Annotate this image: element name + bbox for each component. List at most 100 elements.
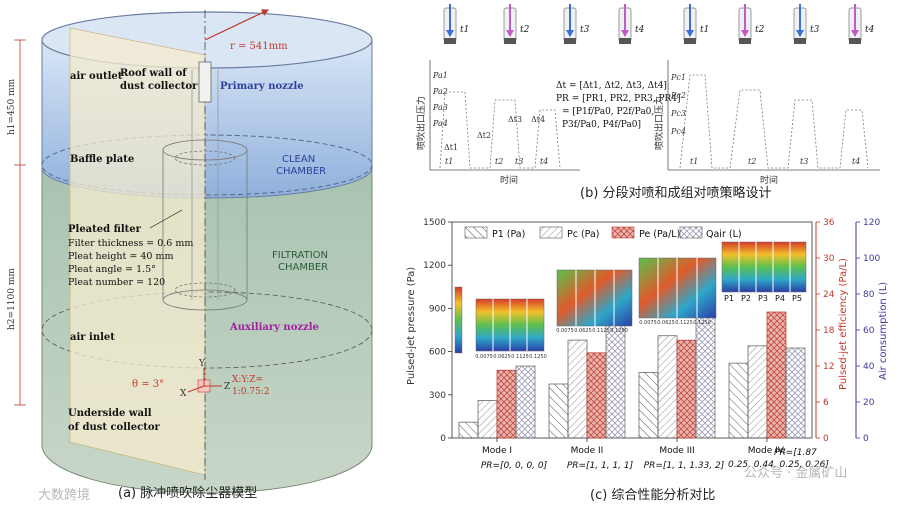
bar-qair-1 — [515, 365, 536, 439]
b-right-t-label: t4 — [852, 157, 860, 166]
bar-p1-1 — [458, 421, 479, 439]
air-inlet-label: air inlet — [70, 332, 115, 343]
b-left-xlabel: 时间 — [500, 174, 518, 186]
inset-label: P1 — [724, 294, 734, 303]
right-axis-2-tick-label: 60 — [863, 326, 875, 336]
inset-label: P2 — [741, 294, 751, 303]
plot-frame — [451, 221, 813, 439]
syringe-time-label: t3 — [810, 25, 820, 35]
underside-label-2: of dust collector — [68, 422, 161, 433]
aux-nozzle-label: Auxiliary nozzle — [229, 322, 319, 333]
x-tick-label: Mode I — [482, 446, 512, 456]
left-axis-tick-label: 1200 — [423, 261, 446, 271]
contour-time-label: 0.1250 — [693, 320, 711, 326]
h1-label: h1=450 mm — [7, 78, 17, 135]
filter-line-1: Filter thickness = 0.6 mm — [68, 238, 193, 249]
right-axis-1-tick-label: 24 — [823, 290, 835, 300]
bar-pc-2 — [567, 339, 588, 439]
bar-pc-1 — [477, 400, 498, 439]
filtration-label-2: CHAMBER — [278, 262, 328, 273]
pr-label: PR=[1.87 — [774, 448, 817, 458]
right-axis-2-tick-label: 20 — [863, 398, 875, 408]
contour-time-label: 0.1125 — [592, 328, 610, 334]
syringe-icon: t4 — [618, 4, 645, 44]
bar-pe-1 — [496, 369, 517, 439]
contour-time-label: 0.1250 — [610, 328, 628, 334]
syringe-icon: t1 — [443, 4, 469, 44]
syringe-time-label: t1 — [700, 25, 709, 35]
filter-title: Pleated filter — [68, 224, 142, 235]
contour-time-label: 0.1125 — [511, 354, 529, 360]
legend-label-p1: P1 (Pa) — [492, 229, 525, 240]
right-axis-2-tick-label: 40 — [863, 362, 875, 372]
contour-time-label: 0.0625 — [574, 328, 592, 334]
b-right-p-label: Pc4 — [670, 127, 686, 136]
right-axis-2-tick-label: 120 — [863, 218, 880, 228]
right-axis-2-tick-label: 0 — [863, 434, 869, 444]
pleated-filter-cylinder — [162, 70, 248, 311]
b-formula-2: PR = [PR1, PR2, PR3, PR4] — [556, 94, 681, 104]
watermark-right: 公众号 · 金属矿山 — [744, 466, 848, 481]
coordinate-triad — [187, 368, 222, 393]
bar-p1-2 — [548, 383, 569, 439]
b-right-xlabel: 时间 — [760, 174, 778, 186]
bar-pc-3 — [657, 335, 678, 439]
axis-x-label: X — [180, 389, 187, 399]
left-axis-title: Pulsed-jet pressure (Pa) — [406, 267, 417, 385]
pr-label: PR=[1, 1, 1, 1] — [567, 461, 634, 471]
left-axis-tick-label: 300 — [429, 391, 446, 401]
pr-label: PR=[1, 1, 1.33, 2] — [644, 461, 725, 471]
filtration-label-1: FILTRATION — [272, 250, 328, 261]
axis-z-label: Z — [224, 382, 230, 392]
b-formula-1: Δt = [Δt1, Δt2, Δt3, Δt4] — [556, 81, 667, 91]
bar-qair-4 — [785, 347, 806, 439]
left-axis-tick-label: 600 — [429, 348, 446, 358]
primary-nozzle — [198, 61, 212, 103]
b-left-p-label: Pa2 — [432, 87, 448, 96]
roof-wall-label-2: dust collector — [120, 81, 198, 92]
b-delta-1: Δt1 — [444, 143, 458, 152]
filter-line-3: Pleat angle = 1.5° — [68, 264, 156, 275]
contour-time-label: 0.1250 — [529, 354, 547, 360]
right-axis-1-tick-label: 0 — [823, 434, 829, 444]
syringe-icon: t2 — [503, 4, 530, 44]
bar-pe-4 — [766, 311, 787, 439]
contour-time-label: 0.0075 — [556, 328, 574, 334]
axis-y-label: Y — [198, 359, 206, 369]
b-left-t-label: t1 — [445, 157, 453, 166]
bar-p1-4 — [728, 362, 749, 439]
right-axis-2-title: Air consumption (L) — [878, 282, 889, 380]
inset-label: P4 — [775, 294, 785, 303]
angle-label: θ = 3° — [132, 379, 164, 390]
b-delta-3: Δt3 — [508, 115, 522, 124]
b-delta-2: Δt2 — [477, 131, 491, 140]
legend-label-pc: Pc (Pa) — [567, 229, 600, 240]
legend-swatch-pe — [611, 226, 635, 239]
b-left-p-label: Pa4 — [432, 119, 448, 128]
contour-time-label: 0.0625 — [657, 320, 675, 326]
syringe-time-label: t2 — [755, 25, 765, 35]
b-left-pulse — [439, 91, 561, 169]
bar-p1-3 — [638, 372, 659, 439]
primary-nozzle-label: Primary nozzle — [220, 81, 304, 92]
panel-c: 0300600900120015000612182430360204060801… — [406, 218, 889, 471]
b-delta-4: Δt4 — [531, 115, 545, 124]
right-axis-2-tick-label: 100 — [863, 254, 880, 264]
bar-pe-3 — [676, 339, 697, 439]
left-axis-tick-label: 0 — [440, 434, 446, 444]
clean-label-2: CHAMBER — [276, 166, 326, 177]
b-left-t-label: t2 — [495, 157, 503, 166]
pr-label-cont: 0.25, 0.44, 0.25, 0.26] — [728, 460, 829, 470]
syringe-icon: t1 — [683, 4, 709, 44]
legend-label-qair: Qair (L) — [706, 229, 742, 240]
clean-label-1: CLEAN — [282, 154, 315, 165]
syringe-time-label: t4 — [635, 25, 645, 35]
filter-line-4: Pleat number = 120 — [68, 277, 165, 288]
b-right-p-label: Pc2 — [670, 91, 686, 100]
